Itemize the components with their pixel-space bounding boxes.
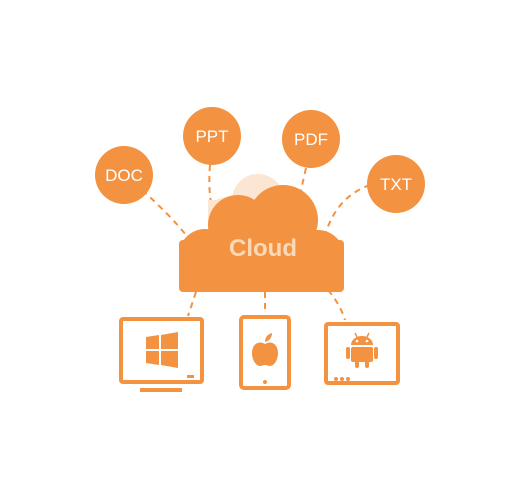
monitor-frame [119,317,204,384]
bubble-txt-label: TXT [380,175,412,194]
bubble-doc-circle [95,146,153,204]
cloud-icon: Cloud [179,174,344,292]
connector-doc [141,189,187,236]
connector-ppt [208,164,213,209]
bubble-ppt-circle [183,107,241,165]
apple-tablet-icon [239,315,291,390]
bubble-txt-circle [367,155,425,213]
file-bubble-ppt: PPT [183,107,241,165]
monitor-stand [140,388,182,392]
cloud-body [179,185,344,292]
file-bubble-doc: DOC [95,146,153,204]
android-tablet-frame [324,322,400,385]
monitor-button [187,375,194,378]
bubble-ppt-label: PPT [195,127,228,146]
connectors [141,164,371,321]
windows-monitor-icon [119,317,204,392]
connector-android [327,289,346,321]
connector-windows [187,291,197,317]
file-bubble-pdf: PDF [282,110,340,168]
windows-logo-icon [146,332,178,368]
tablet-frame [239,315,291,390]
android-robot-icon [346,332,378,368]
connector-txt [325,184,371,233]
apple-logo-icon [252,333,278,366]
android-eyes [355,339,369,343]
tablet-home-button [263,380,267,384]
bubble-pdf-label: PDF [294,130,328,149]
tablet-dots [334,377,350,381]
bubble-pdf-circle [282,110,340,168]
cloud-label: Cloud [229,235,297,262]
file-bubble-txt: TXT [367,155,425,213]
bubble-doc-label: DOC [105,166,143,185]
android-tablet-icon [324,322,400,385]
